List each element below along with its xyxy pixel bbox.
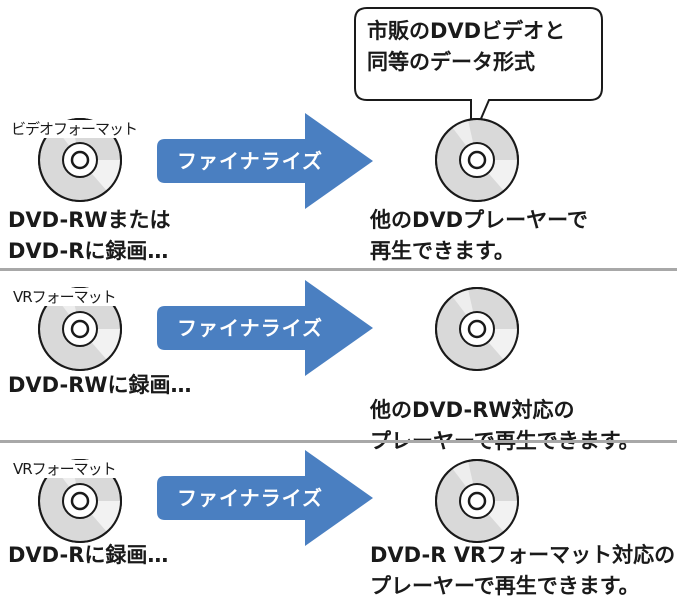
format-label: VRフォーマット bbox=[12, 460, 117, 478]
result-line-2: 再生できます。 bbox=[370, 239, 515, 263]
source-description: DVD-Rに録画… bbox=[8, 540, 168, 571]
finalize-label: ファイナライズ bbox=[177, 486, 323, 510]
source-description: DVD-RWまたは DVD-Rに録画… bbox=[8, 205, 171, 267]
arrow-shape bbox=[157, 450, 373, 546]
result-description: DVD-R VRフォーマット対応の プレーヤーで再生できます。 bbox=[370, 540, 675, 602]
result-disc-icon bbox=[434, 458, 520, 544]
finalize-label: ファイナライズ bbox=[177, 316, 323, 340]
result-line-1: DVD-R VRフォーマット対応の bbox=[370, 543, 676, 567]
result-line-1: 他のDVD-RW対応の bbox=[370, 398, 575, 422]
format-label: ビデオフォーマット bbox=[10, 120, 138, 138]
result-description: 他のDVD-RW対応の プレーヤーで再生できます。 bbox=[370, 395, 640, 457]
result-disc-icon bbox=[434, 286, 520, 372]
bubble-text: 市販のDVDビデオと 同等のデータ形式 bbox=[367, 16, 565, 78]
finalize-label: ファイナライズ bbox=[177, 149, 323, 173]
arrow-shape bbox=[157, 113, 373, 209]
result-description: 他のDVDプレーヤーで 再生できます。 bbox=[370, 205, 588, 267]
arrow-shape bbox=[157, 280, 373, 376]
bubble-line-1: 市販のDVDビデオと bbox=[367, 19, 566, 43]
source-line-1: DVD-RWまたは bbox=[8, 208, 171, 232]
format-label: VRフォーマット bbox=[12, 288, 117, 306]
source-line-2: DVD-Rに録画… bbox=[8, 239, 169, 263]
finalize-arrow: ファイナライズ bbox=[155, 111, 375, 211]
source-line-1: DVD-RWに録画… bbox=[8, 373, 192, 397]
format-note-bubble: 市販のDVDビデオと 同等のデータ形式 bbox=[353, 6, 604, 146]
result-line-1: 他のDVDプレーヤーで bbox=[370, 208, 588, 232]
finalize-arrow: ファイナライズ bbox=[155, 278, 375, 378]
source-description: DVD-RWに録画… bbox=[8, 370, 192, 401]
bubble-line-2: 同等のデータ形式 bbox=[367, 50, 535, 74]
result-disc-icon bbox=[434, 117, 520, 203]
divider-line bbox=[0, 440, 677, 443]
divider-line bbox=[0, 268, 677, 271]
result-line-2: プレーヤーで再生できます。 bbox=[370, 574, 640, 598]
source-line-1: DVD-Rに録画… bbox=[8, 543, 169, 567]
finalize-arrow: ファイナライズ bbox=[155, 448, 375, 548]
